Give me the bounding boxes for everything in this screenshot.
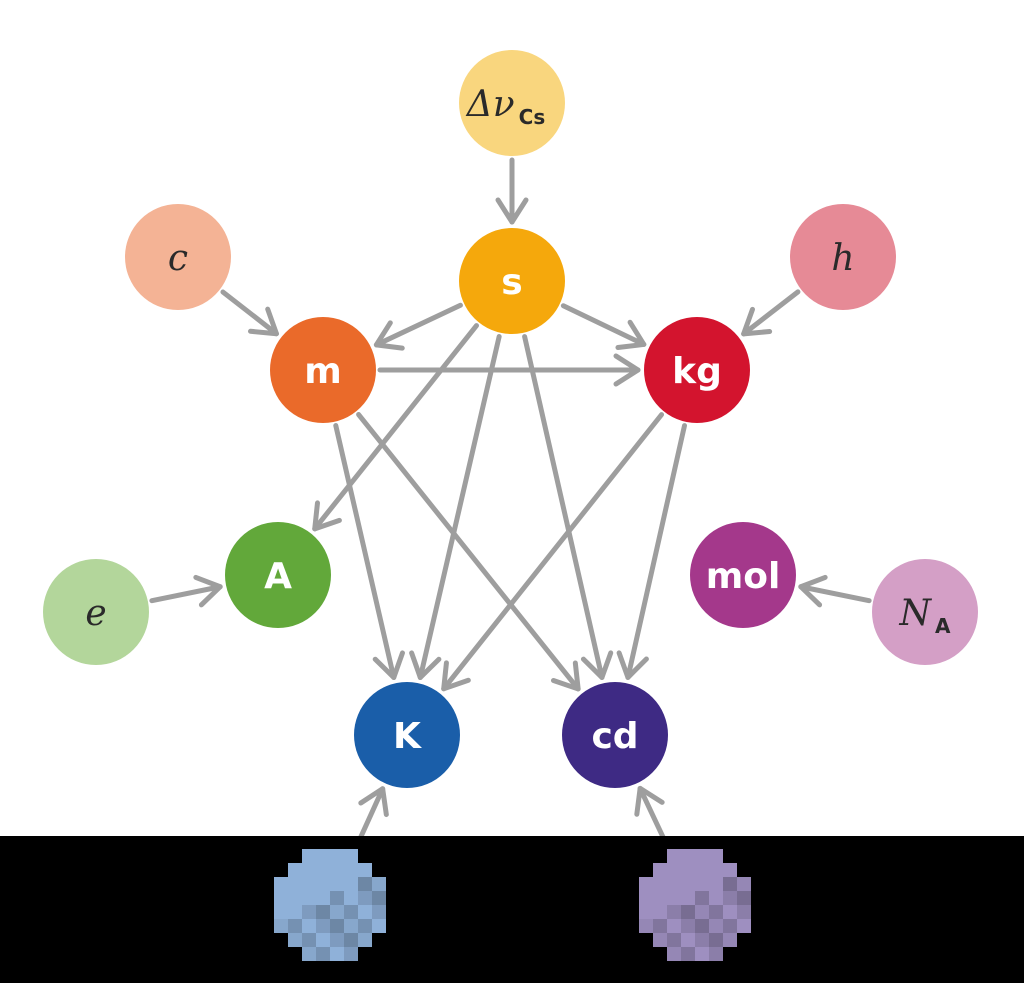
A-circle [225, 522, 331, 628]
m-circle [270, 317, 376, 423]
edges [149, 157, 872, 856]
cd-label: cd [591, 716, 638, 757]
s-circle [459, 228, 565, 334]
node-e: e [43, 559, 149, 665]
arrow-m-to-cd [356, 412, 581, 692]
black-redaction-bar [0, 836, 1024, 983]
e-label: e [85, 593, 106, 634]
c-label: c [168, 238, 188, 279]
arrow-kg-to-K [441, 412, 665, 692]
node-A: A [225, 522, 331, 628]
node-kB [274, 849, 386, 961]
node-m: m [270, 317, 376, 423]
h-label: h [831, 238, 854, 279]
node-K: K [354, 682, 460, 788]
K-label: K [393, 716, 422, 757]
node-h: h [790, 204, 896, 310]
arrow-s-to-cd [522, 334, 614, 680]
mol-circle [690, 522, 796, 628]
node-Kcd [639, 849, 751, 961]
K-circle [354, 682, 460, 788]
arrow-s-to-A [312, 323, 480, 532]
kg-label: kg [672, 351, 722, 392]
node-cd: cd [562, 682, 668, 788]
cd-circle [562, 682, 668, 788]
e-circle [43, 559, 149, 665]
mol-label: mol [706, 556, 781, 597]
arrow-s-to-m [373, 302, 463, 351]
arrow-e-to-A [149, 574, 223, 608]
h-circle [790, 204, 896, 310]
arrow-s-to-K [409, 334, 502, 681]
arrow-h-to-kg [741, 289, 801, 337]
dnu-circle [459, 50, 565, 156]
arrow-m-to-kg [377, 353, 641, 387]
m-label: m [304, 351, 342, 392]
arrow-c-to-m [220, 289, 279, 337]
NA-circle [872, 559, 978, 665]
c-circle [125, 204, 231, 310]
arrow-dnu-to-s [495, 157, 529, 225]
s-label: s [501, 262, 522, 303]
A-label: A [264, 556, 292, 597]
arrow-NA-to-mol [798, 574, 872, 608]
node-mol: mol [690, 522, 796, 628]
node-s: s [459, 228, 565, 334]
kg-circle [644, 317, 750, 423]
arrow-kg-to-cd [616, 423, 688, 680]
arrow-m-to-K [333, 423, 405, 681]
node-c: c [125, 204, 231, 310]
arrow-s-to-kg [560, 303, 647, 351]
node-kg: kg [644, 317, 750, 423]
